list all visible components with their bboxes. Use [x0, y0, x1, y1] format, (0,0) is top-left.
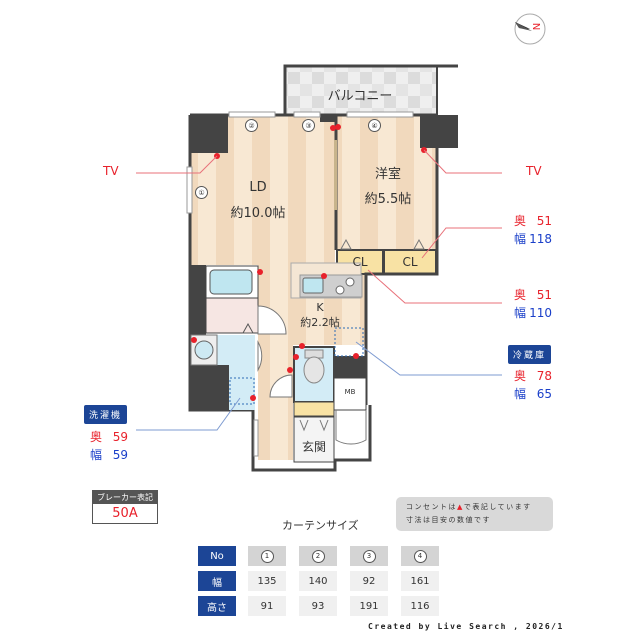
ld-size: 約10.0帖: [230, 206, 286, 221]
window-marker-1: ①: [195, 186, 208, 199]
outlets: [191, 124, 427, 401]
depth-value: 78: [536, 369, 553, 383]
table-row-width: 幅 135 140 92 161: [198, 571, 452, 591]
outlet-triangle-icon: ▲: [457, 503, 464, 511]
balcony: [283, 64, 458, 116]
table-cell: 191: [350, 596, 388, 616]
bathroom: [205, 265, 259, 334]
fridge-dimensions: 奥 78 幅 65: [514, 367, 552, 403]
kitchen-counter: [290, 262, 364, 357]
column: [334, 356, 366, 378]
window-number: 1: [260, 549, 274, 563]
depth-value: 59: [112, 430, 129, 444]
table-cell: 140: [299, 571, 337, 591]
notes-box: コンセントは▲で表記しています 寸法は目安の数値です: [396, 497, 553, 531]
tv-label-right: TV: [526, 164, 542, 178]
washer-dimensions: 奥 59 幅 59: [90, 428, 128, 464]
ld-label: LD: [249, 180, 267, 195]
depth-value: 51: [536, 288, 553, 302]
balcony-label: バルコニー: [327, 89, 393, 104]
tv-label-left: TV: [103, 164, 119, 178]
credit-text: Created by Live Search , 2026/1: [368, 622, 564, 631]
width-label: 幅: [514, 232, 527, 246]
compass-north-label: N: [532, 22, 544, 31]
width-value: 65: [536, 387, 553, 401]
header-no: No: [198, 546, 236, 566]
depth-label: 奥: [514, 288, 527, 302]
width-label: 幅: [90, 448, 103, 462]
table-cell: 2: [299, 546, 337, 566]
doors: [257, 238, 425, 445]
sliding-door: [334, 140, 337, 210]
washer-badge: 洗濯機: [84, 405, 128, 424]
column: [190, 265, 206, 335]
western-room-label: 洋室: [374, 167, 401, 182]
depth-label: 奥: [514, 214, 527, 228]
curtain-size-title: カーテンサイズ: [282, 519, 359, 532]
table-cell: 1: [248, 546, 286, 566]
header-height: 高さ: [198, 596, 236, 616]
kitchen-label: K: [316, 301, 324, 314]
width-label: 幅: [514, 387, 527, 401]
kitchen-size: 約2.2帖: [300, 316, 340, 329]
breaker-title: ブレーカー表記: [93, 491, 157, 504]
table-cell: 4: [401, 546, 439, 566]
window-number: 4: [413, 549, 427, 563]
closet-2-label: CL: [402, 255, 418, 269]
table-row-no: No 1 2 3 4: [198, 546, 452, 566]
note-outlet-text-b: で表記しています: [463, 503, 532, 511]
closet-1-label: CL: [352, 255, 368, 269]
column: [420, 115, 458, 148]
table-cell: 92: [350, 571, 388, 591]
washroom: [190, 334, 255, 410]
width-value: 118: [529, 232, 553, 246]
fridge-badge: 冷蔵庫: [508, 345, 552, 364]
toilet: [293, 346, 335, 417]
table-cell: 116: [401, 596, 439, 616]
window-marker-2: ②: [245, 119, 258, 132]
compass-icon: [514, 13, 546, 45]
leader-lines: [136, 149, 502, 431]
depth-label: 奥: [514, 369, 527, 383]
column: [320, 115, 336, 122]
table-cell: 91: [248, 596, 286, 616]
western-floor: [336, 115, 436, 250]
note-dimension-text: 寸法は目安の数値です: [406, 516, 491, 524]
header-width: 幅: [198, 571, 236, 591]
breaker-box: ブレーカー表記 50A: [92, 490, 158, 524]
window-number: 3: [362, 549, 376, 563]
meter-box: [333, 377, 367, 411]
column: [190, 365, 230, 410]
note-outlet-text-a: コンセントは: [406, 503, 457, 511]
width-label: 幅: [514, 306, 527, 320]
window-marker-3: ③: [302, 119, 315, 132]
table-cell: 161: [401, 571, 439, 591]
depth-value: 51: [536, 214, 553, 228]
window-number: 2: [311, 549, 325, 563]
curtain-size-table: No 1 2 3 4 幅 135 140 92 161 高さ 91 93 191…: [198, 546, 452, 621]
meter-box-label: MB: [344, 388, 356, 396]
table-cell: 93: [299, 596, 337, 616]
width-value: 110: [529, 306, 553, 320]
western-room-size: 約5.5帖: [364, 192, 412, 207]
windows: [186, 111, 414, 457]
breaker-value: 50A: [93, 504, 157, 523]
column: [190, 115, 228, 153]
entrance-floor: [293, 416, 335, 463]
table-cell: 135: [248, 571, 286, 591]
table-cell: 3: [350, 546, 388, 566]
table-row-height: 高さ 91 93 191 116: [198, 596, 452, 616]
depth-label: 奥: [90, 430, 103, 444]
width-value: 59: [112, 448, 129, 462]
entrance-label: 玄関: [301, 440, 326, 454]
window-marker-4: ④: [368, 119, 381, 132]
